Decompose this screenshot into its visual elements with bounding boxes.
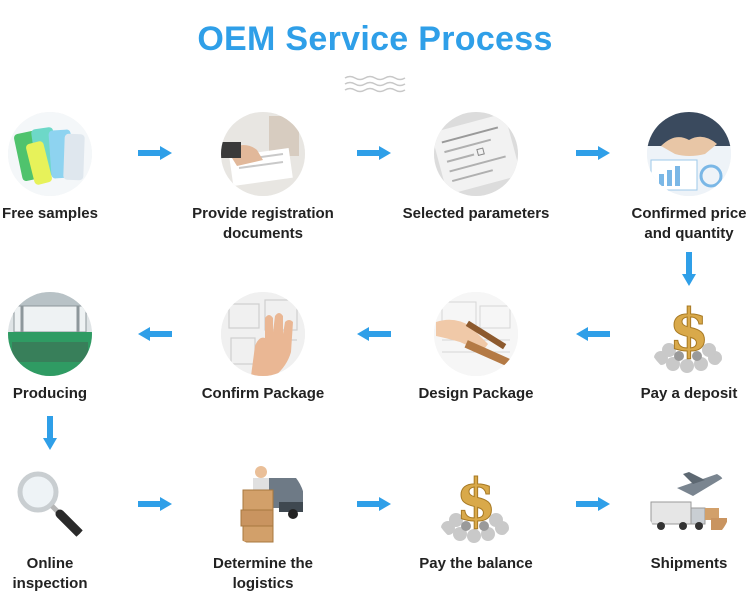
airplane-truck-icon: [647, 462, 731, 546]
documents-hand-icon: [221, 112, 305, 196]
step-label: Design Package: [418, 385, 534, 402]
design-drawing-icon: [434, 292, 518, 376]
arrow-right-icon: [138, 497, 172, 511]
factory-machine-icon: [8, 292, 92, 376]
arrow-right-icon: [357, 497, 391, 511]
step-label: Pay the balance: [419, 555, 533, 572]
step-label: Online inspection: [12, 555, 88, 592]
decorative-wave-icon: [344, 75, 406, 93]
arrow-right-icon: [357, 146, 391, 160]
dollar-icon: $: [434, 462, 518, 546]
form-paper-icon: [434, 112, 518, 196]
step-label: Provide registration documents: [192, 205, 334, 242]
gel-pads-icon: [8, 112, 92, 196]
svg-text:$: $: [456, 466, 496, 534]
arrow-right-icon: [138, 146, 172, 160]
step-label: Selected parameters: [402, 205, 550, 222]
step-label: Free samples: [2, 205, 98, 222]
delivery-boxes-icon: [221, 462, 305, 546]
arrow-right-icon: [576, 497, 610, 511]
step-label: Shipments: [650, 555, 728, 572]
arrow-left-icon: [357, 327, 391, 341]
step-label: Confirm Package: [201, 385, 325, 402]
step-label: Confirmed price and quantity: [631, 205, 747, 242]
handshake-icon: [647, 112, 731, 196]
magnifier-icon: [8, 462, 92, 546]
arrow-down-icon: [43, 416, 57, 450]
step-label: Pay a deposit: [640, 385, 738, 402]
package-hand-icon: [221, 292, 305, 376]
step-label: Determine the logistics: [212, 555, 314, 592]
arrow-left-icon: [138, 327, 172, 341]
step-label: Producing: [12, 385, 88, 402]
arrow-down-icon: [682, 252, 696, 286]
page-title: OEM Service Process: [197, 20, 553, 58]
dollar-icon: $: [647, 292, 731, 376]
arrow-left-icon: [576, 327, 610, 341]
svg-text:$: $: [669, 296, 709, 364]
arrow-right-icon: [576, 146, 610, 160]
